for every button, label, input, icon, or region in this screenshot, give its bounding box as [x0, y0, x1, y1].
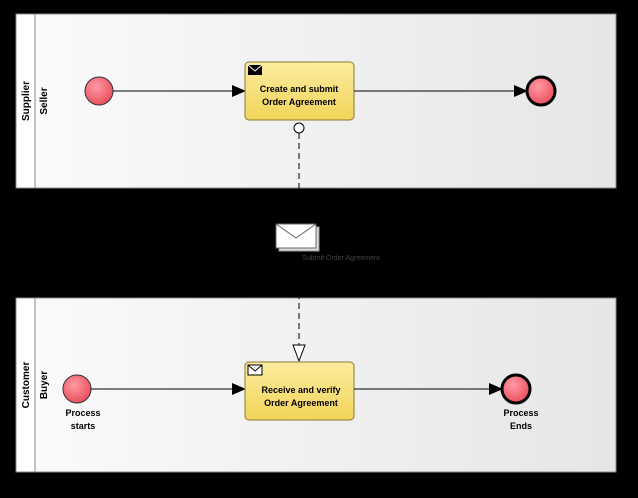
message-flow-source	[293, 122, 305, 134]
supplier-task[interactable]: Create and submit Order Agreement	[244, 61, 355, 121]
customer-start-event[interactable]	[62, 374, 92, 404]
supplier-task-label-line1: Create and submit	[260, 84, 339, 94]
buyer-lane-label: Buyer	[39, 371, 50, 399]
customer-task-label-line1: Receive and verify	[261, 385, 340, 395]
send-envelope-icon	[247, 64, 263, 75]
supplier-pool-label: Supplier	[21, 81, 32, 121]
supplier-end-event[interactable]	[525, 75, 557, 107]
customer-end-label-line1: Process	[503, 408, 538, 418]
customer-end-label-line2: Ends	[510, 421, 532, 431]
receive-envelope-icon	[247, 364, 263, 376]
customer-pool-label: Customer	[21, 362, 32, 409]
customer-start-label-line1: Process	[65, 408, 100, 418]
message-label: Submit Order Agreement	[302, 255, 379, 262]
message-envelope-icon[interactable]	[275, 223, 320, 252]
customer-task[interactable]: Receive and verify Order Agreement	[244, 361, 355, 421]
customer-task-box	[244, 361, 355, 421]
customer-end-event[interactable]	[500, 373, 532, 405]
message-flow-arrowhead	[292, 344, 306, 363]
customer-task-label-line2: Order Agreement	[264, 398, 338, 408]
supplier-start-event[interactable]	[84, 76, 114, 106]
customer-start-label-line2: starts	[71, 421, 96, 431]
seller-lane-label: Seller	[39, 87, 50, 114]
supplier-task-label-line2: Order Agreement	[262, 97, 336, 107]
